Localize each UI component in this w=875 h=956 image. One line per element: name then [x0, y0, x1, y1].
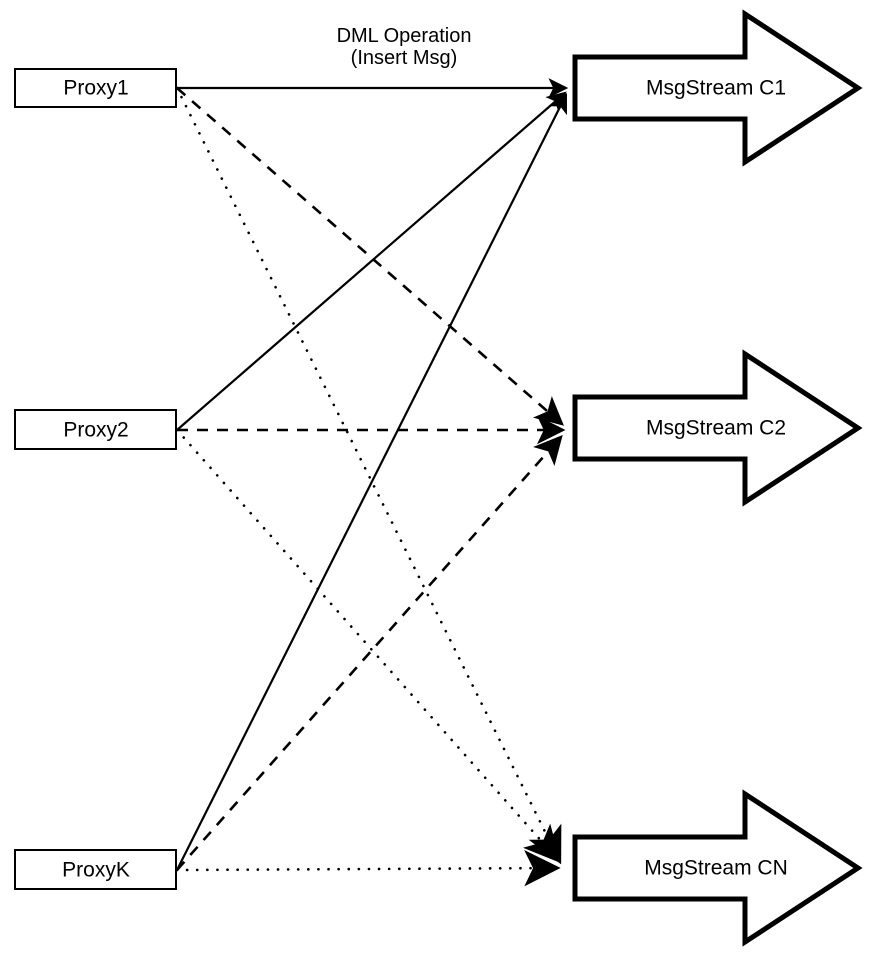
node-msgstream-c1[interactable]: MsgStream C1 [572, 9, 863, 167]
proxy2-label: Proxy2 [63, 419, 128, 442]
edge-proxy1-to-msgstream-c2[interactable] [176, 87, 564, 426]
node-proxy2[interactable]: Proxy2 [14, 409, 177, 450]
msgstream-c1-label: MsgStream C1 [646, 77, 786, 100]
proxyk-label: ProxyK [62, 859, 130, 882]
proxy1-box[interactable] [14, 68, 177, 108]
proxyk-box[interactable] [14, 849, 177, 890]
edge-proxyk-to-msgstream-c1[interactable] [176, 93, 567, 871]
edge-proxyk-to-msgstream-cn[interactable] [175, 849, 561, 887]
node-proxyk[interactable]: ProxyK [14, 849, 177, 890]
edge-proxy2-to-msgstream-c1[interactable] [176, 91, 567, 431]
msgstream-c1-arrow-shape[interactable] [572, 9, 863, 167]
edge-proxyk-to-msgstream-c2[interactable] [176, 435, 563, 871]
dml-operation-label-line1: DML Operation [337, 25, 472, 47]
msgstream-c2-arrow-shape[interactable] [572, 349, 863, 507]
msgstream-cn-arrow-shape[interactable] [572, 789, 863, 947]
msgstream-c2-label: MsgStream C2 [646, 417, 786, 440]
proxy1-label: Proxy1 [63, 77, 128, 100]
sources-layer: Proxy1 Proxy2 ProxyK [14, 68, 177, 890]
dml-operation-label: DML Operation (Insert Msg) [337, 25, 472, 69]
dml-operation-label-line2: (Insert Msg) [351, 47, 458, 69]
edge-proxy1-to-msgstream-cn[interactable] [175, 86, 562, 865]
edges-layer [175, 78, 569, 887]
edge-proxy2-to-msgstream-cn[interactable] [175, 428, 561, 863]
proxy2-box[interactable] [14, 409, 177, 450]
node-msgstream-c2[interactable]: MsgStream C2 [572, 349, 863, 507]
msgstream-cn-label: MsgStream CN [644, 857, 788, 880]
targets-layer: MsgStream C1 MsgStream C2 MsgStream CN [572, 9, 863, 947]
node-msgstream-cn[interactable]: MsgStream CN [572, 789, 863, 947]
node-proxy1[interactable]: Proxy1 [14, 68, 177, 108]
